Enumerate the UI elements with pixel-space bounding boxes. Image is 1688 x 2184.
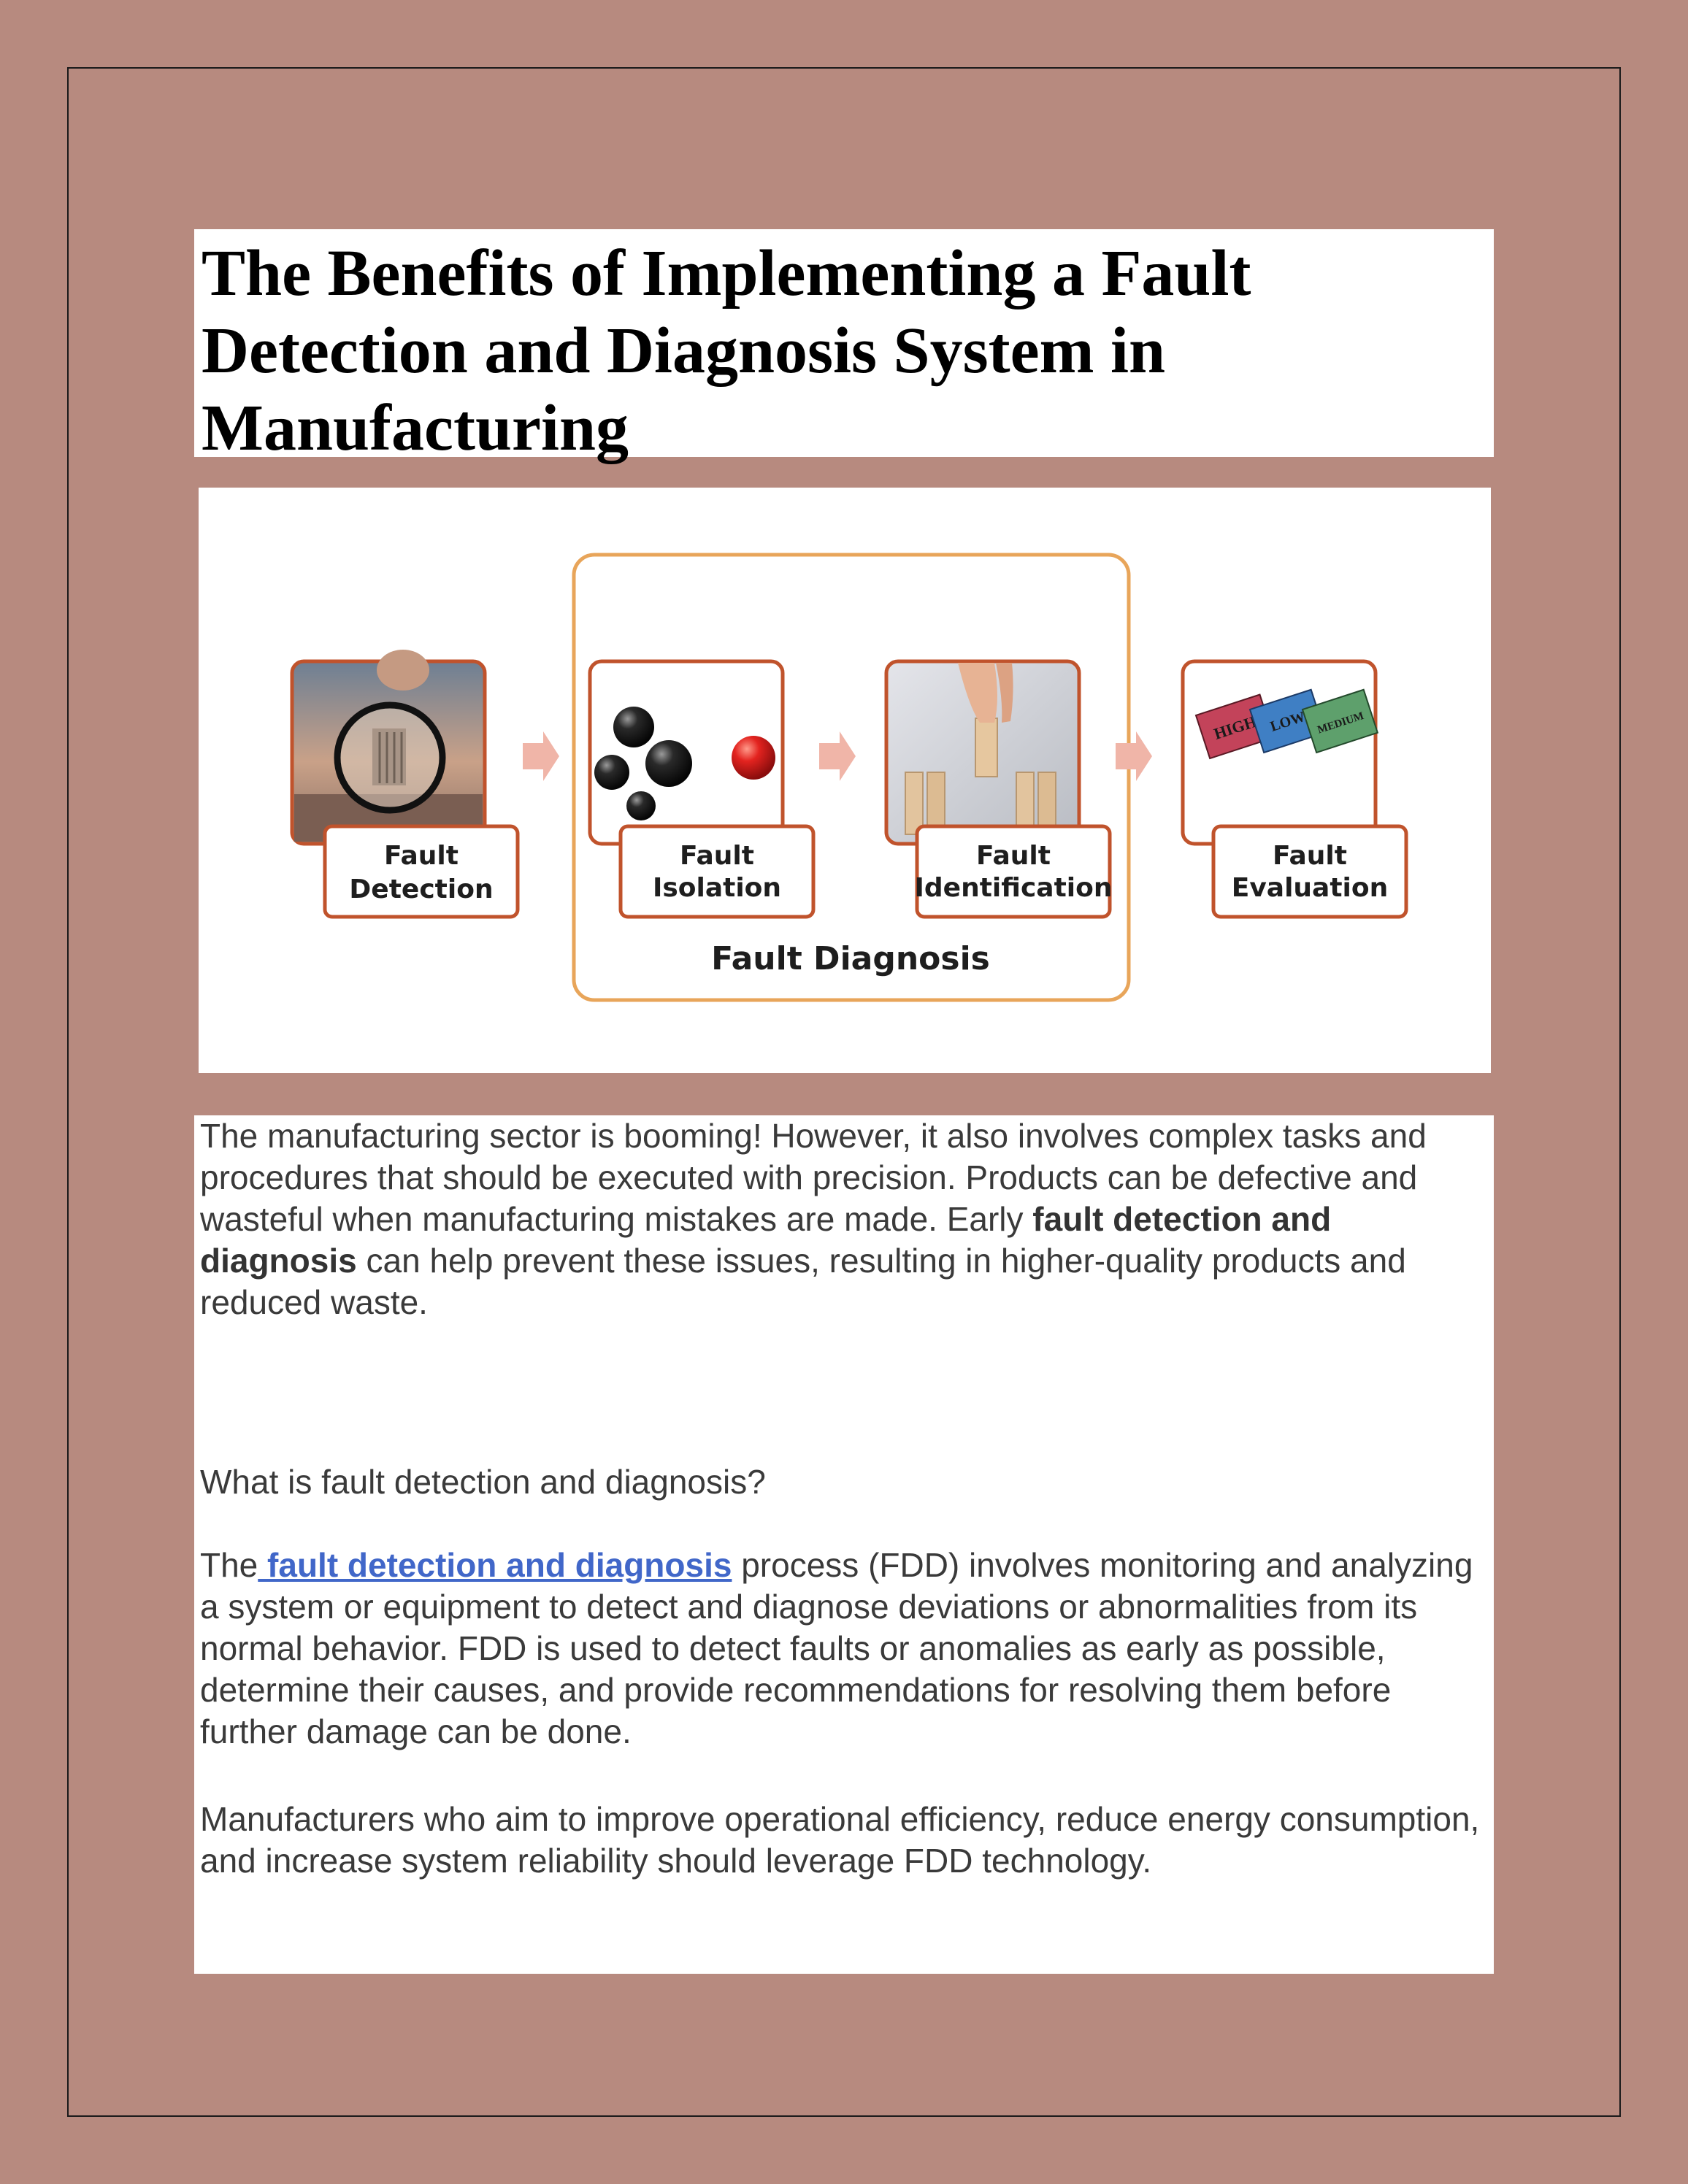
step-fault-isolation: Fault Isolation (588, 659, 816, 919)
title-block: The Benefits of Implementing a Fault Det… (194, 229, 1494, 464)
fdd-diagram: Fault Diagnosis Fault Detection (199, 488, 1491, 1073)
section-question: What is fault detection and diagnosis? (200, 1463, 766, 1501)
evaluation-label-line2: Evaluation (1232, 873, 1389, 903)
intro-text-end: can help prevent these issues, resulting… (200, 1242, 1406, 1321)
step-fault-detection: Fault Detection (290, 650, 520, 919)
fault-diagnosis-group (572, 553, 1131, 1002)
fdd-paragraph: The fault detection and diagnosis proces… (200, 1545, 1492, 1753)
detection-label-line2: Detection (349, 874, 493, 904)
intro-bold-term: fault detection and diagnosis (200, 1200, 1332, 1280)
identification-label-line2: Identification (915, 873, 1113, 903)
closing-paragraph: Manufacturers who aim to improve operati… (200, 1800, 1480, 1880)
page-title: The Benefits of Implementing a Fault Det… (202, 237, 1251, 464)
identification-label-line1: Fault (976, 841, 1051, 871)
intro-text: The manufacturing sector is booming! How… (200, 1117, 1427, 1238)
arrow-icon (523, 731, 559, 781)
identification-label-box (915, 824, 1112, 919)
page-border (67, 67, 1621, 2117)
fdd-link[interactable]: fault detection and diagnosis (258, 1546, 732, 1584)
fault-diagnosis-label: Fault Diagnosis (711, 940, 990, 977)
isolation-label-line2: Isolation (653, 873, 781, 903)
medium-card-icon (1301, 688, 1379, 754)
isolation-label-box (618, 824, 816, 919)
fdd-lead: The (200, 1546, 258, 1584)
fdd-diagram-svg: Fault Diagnosis Fault Detection (290, 553, 1408, 1002)
detection-label-box (323, 824, 520, 919)
wood-block-icon (975, 718, 998, 777)
intro-paragraph: The manufacturing sector is booming! How… (200, 1115, 1492, 1323)
red-ball-icon (732, 736, 775, 780)
evaluation-label-line1: Fault (1273, 841, 1347, 871)
arrow-icon (819, 731, 856, 781)
detection-label-line1: Fault (384, 841, 459, 871)
evaluation-label-box (1211, 824, 1408, 919)
step-fault-evaluation: HIGH LOW MEDIUM Fault Evaluation (1181, 659, 1408, 919)
fdd-text: process (FDD) involves monitoring and an… (200, 1546, 1473, 1750)
isolation-label-line1: Fault (680, 841, 754, 871)
article-body: The manufacturing sector is booming! How… (194, 1115, 1494, 1974)
step-fault-identification: Fault Identification (884, 659, 1113, 919)
arrow-icon (1116, 731, 1152, 781)
